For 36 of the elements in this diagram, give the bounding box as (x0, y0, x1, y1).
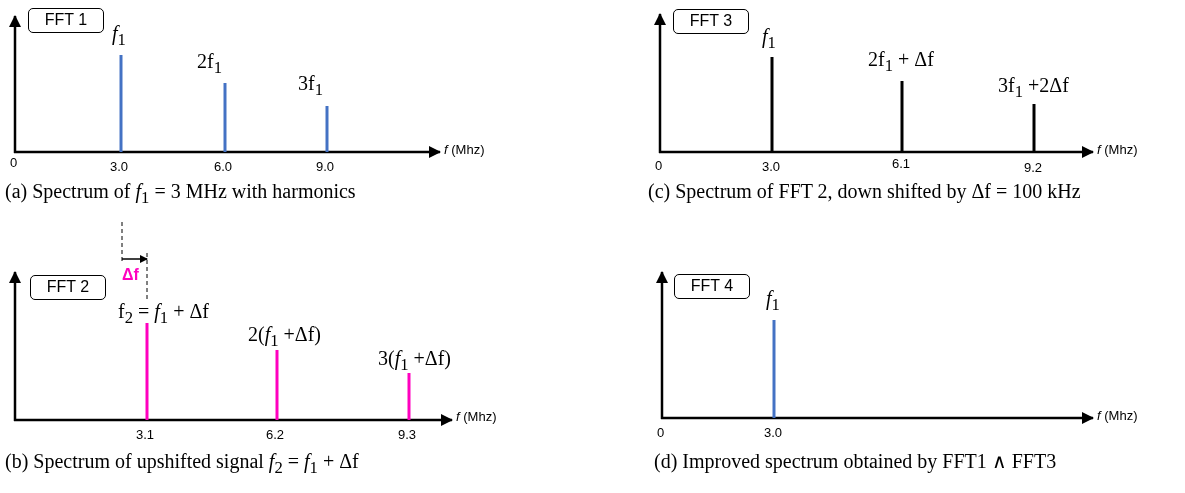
tick-label: 6.1 (892, 157, 911, 172)
peak-label: 3f$_{1}$ +2Δf (998, 74, 1069, 102)
tick-label: 3.0 (764, 426, 783, 441)
tick-label: 0 (10, 156, 18, 171)
figure-caption: (a) Spectrum of f$_{1}$ = 3 MHz with harmonics (5, 180, 356, 208)
peak-label: 2f$_{1}$ (197, 50, 222, 78)
dimension-label: Δf (122, 266, 139, 284)
plot-tag: FFT 4 (674, 274, 750, 299)
axis-label: f (Mhz) (1097, 143, 1138, 158)
tick-label: 9.3 (398, 428, 417, 443)
peak-label: 2(f$_{1}$ +Δf) (248, 323, 322, 351)
figure-caption: (b) Spectrum of upshifted signal f$_{2}$ = f$_{1}$ + Δf (5, 450, 359, 478)
peak-label: f$_{2}$ = f$_{1}$ + Δf (118, 300, 209, 328)
tick-label: 9.0 (316, 160, 335, 175)
tick-label: 0 (657, 426, 665, 441)
peak-label: f$_{1}$ (762, 25, 776, 53)
peak-label: 2f$_{1}$ + Δf (868, 48, 934, 76)
plot-tag: FFT 1 (28, 8, 104, 33)
tick-label: 6.0 (214, 160, 233, 175)
axis-label: f (Mhz) (456, 410, 497, 425)
plot-tag: FFT 3 (673, 9, 749, 34)
tick-label: 3.0 (110, 160, 129, 175)
peak-label: f$_{1}$ (112, 22, 126, 50)
tick-label: 3.0 (762, 160, 781, 175)
tick-label: 3.1 (136, 428, 155, 443)
peak-label: 3f$_{1}$ (298, 72, 323, 100)
axis-label: f (Mhz) (1097, 409, 1138, 424)
peak-label: 3(f$_{1}$ +Δf) (378, 347, 452, 375)
tick-label: 6.2 (266, 428, 285, 443)
peak-label: f$_{1}$ (766, 287, 780, 315)
plot-tag: FFT 2 (30, 275, 106, 300)
tick-label: 0 (655, 159, 663, 174)
axis-label: f (Mhz) (444, 143, 485, 158)
tick-label: 9.2 (1024, 161, 1043, 176)
figure-caption: (d) Improved spectrum obtained by FFT1 ∧ FFT3 (654, 450, 1057, 472)
figure-caption: (c) Spectrum of FFT 2, down shifted by Δf = 100 kHz (648, 180, 1081, 202)
